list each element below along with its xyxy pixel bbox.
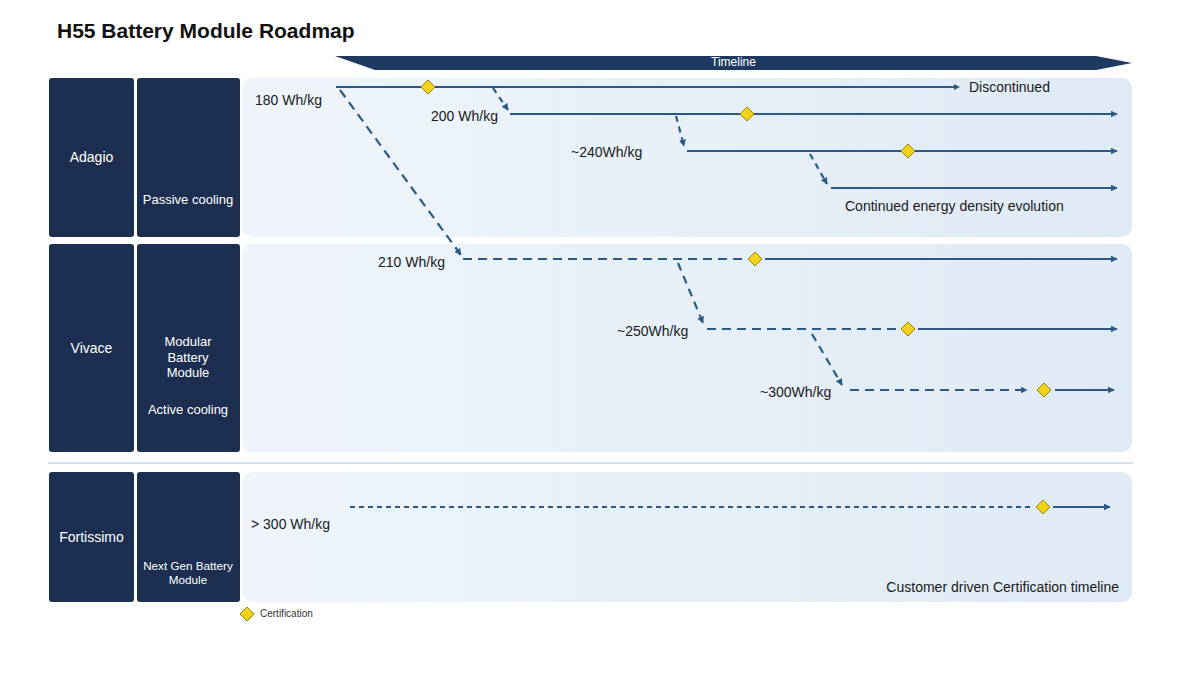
module-description: Passive cooling: [137, 78, 240, 237]
module-description: Next Gen Battery Module: [137, 472, 240, 602]
roadmap-band: 180 Wh/kg 200 Wh/kg ~240Wh/kg DiscontinuedC…: [242, 78, 1132, 237]
density-label: ~240Wh/kg: [571, 144, 642, 161]
certification-diamond: [240, 80, 1051, 621]
density-label: 180 Wh/kg: [255, 92, 322, 109]
timeline-label: Timeline: [711, 56, 756, 70]
density-label: 210 Wh/kg: [378, 254, 445, 271]
legend-label: Certification: [260, 608, 313, 619]
box-label: Adagio: [70, 149, 114, 165]
density-label: Discontinued: [969, 79, 1050, 96]
box-label: Vivace: [71, 340, 113, 356]
separator: [48, 463, 1133, 464]
box-label: Fortissimo: [59, 529, 124, 545]
box-label: Active cooling: [140, 402, 236, 418]
box-label: Modular Battery Module: [155, 334, 221, 381]
series-label: Vivace: [49, 244, 134, 452]
timeline-bar: Timeline: [335, 55, 1132, 71]
diagram-title: H55 Battery Module Roadmap: [57, 19, 355, 43]
density-label: Continued energy density evolution: [845, 198, 1064, 215]
module-description: Modular Battery ModuleActive cooling: [137, 244, 240, 452]
density-label: 200 Wh/kg: [431, 108, 498, 125]
series-label: Fortissimo: [49, 472, 134, 602]
density-label: Customer driven Certification timeline: [886, 579, 1119, 596]
band: [242, 472, 1132, 602]
roadmap-lines: [336, 87, 1117, 507]
box-label: Passive cooling: [140, 192, 236, 208]
density-label: ~250Wh/kg: [617, 323, 688, 340]
band: [242, 78, 1132, 237]
roadmap-band: > 300 Wh/kgCustomer driven Certification…: [242, 472, 1132, 602]
box-label: Next Gen Battery Module: [138, 559, 238, 587]
band: [242, 244, 1132, 452]
roadmap-band: 210 Wh/kg ~250Wh/kg ~300Wh/kg: [242, 244, 1132, 452]
density-label: > 300 Wh/kg: [251, 516, 330, 533]
density-label: ~300Wh/kg: [760, 384, 831, 401]
series-label: Adagio: [49, 78, 134, 237]
